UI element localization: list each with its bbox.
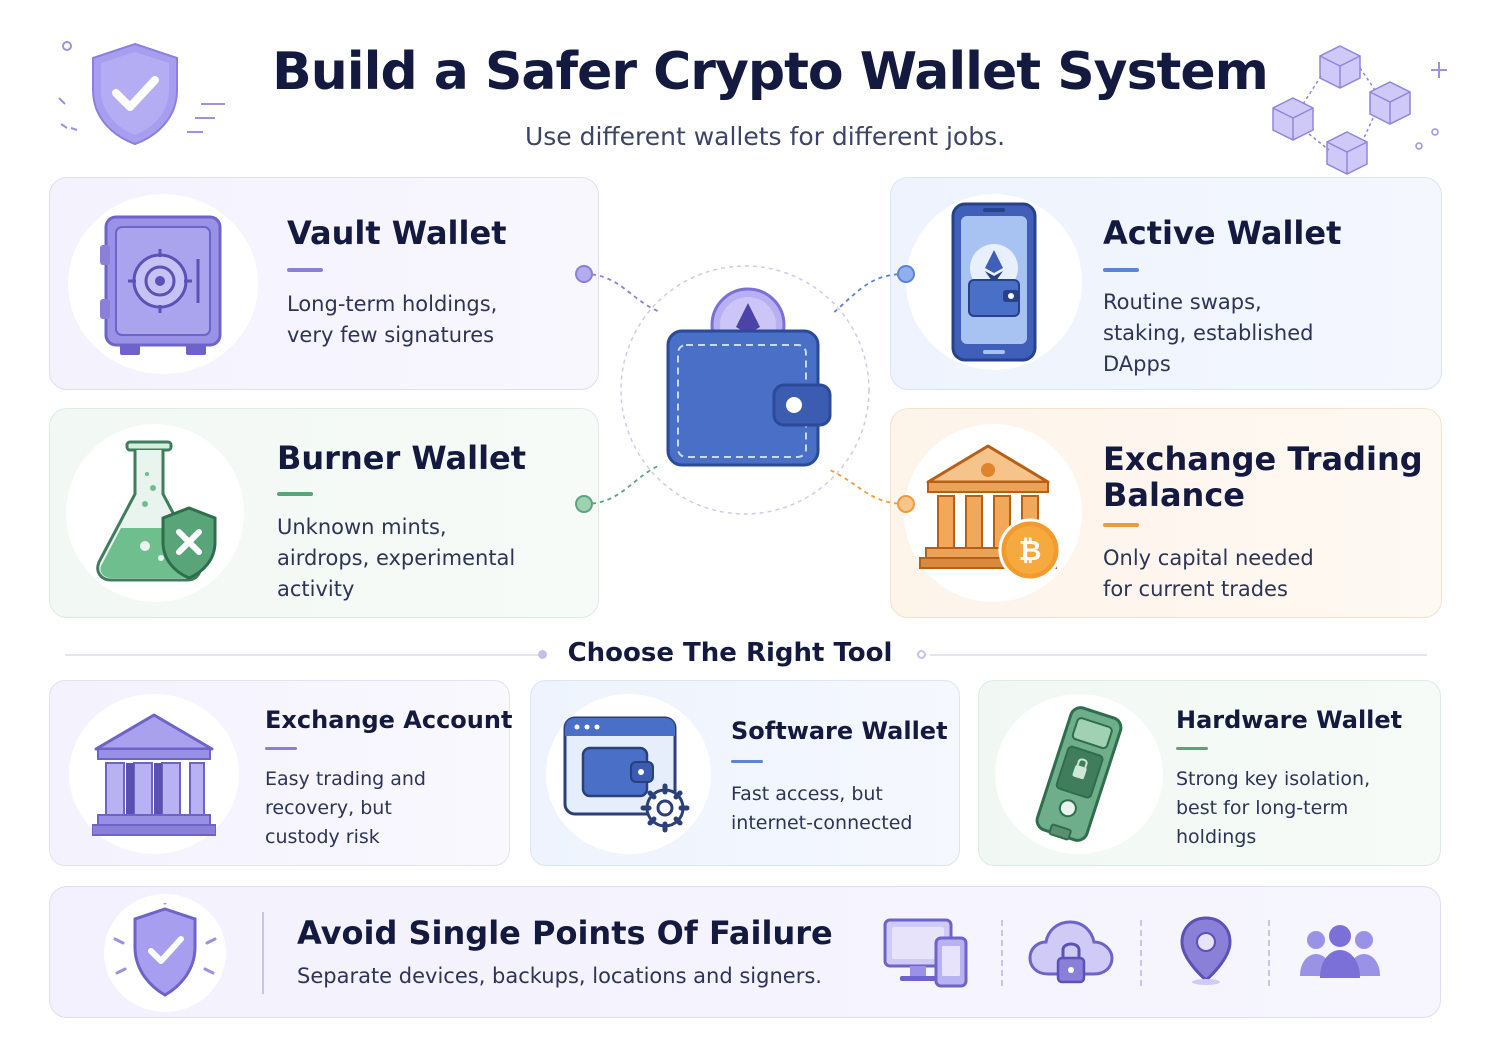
banner-icon-separator-3 <box>1268 920 1270 986</box>
section-divider-right <box>930 654 1427 656</box>
burner-wallet-description: Unknown mints, airdrops, experimental ac… <box>277 515 516 601</box>
hardware-wallet-icon-circle <box>995 694 1163 854</box>
section-divider-left <box>65 654 540 656</box>
exchange-account-description: Easy trading and recovery, but custody r… <box>265 768 426 848</box>
software-wallet-description: Fast access, but internet-connected <box>731 783 913 834</box>
exchange-balance-title: Exchange Trading Balance <box>1103 440 1423 514</box>
software-wallet-accent-bar <box>731 760 763 763</box>
banner-title: Avoid Single Points Of Failure <box>297 914 833 952</box>
devices-icon <box>883 918 968 988</box>
location-pin-icon <box>1180 916 1232 985</box>
shield-check-icon <box>113 903 217 997</box>
browser-wallet-gear-icon <box>563 716 689 833</box>
cloud-lock-icon <box>1028 920 1114 984</box>
hardware-device-icon <box>1035 706 1123 842</box>
hardware-wallet-description: Strong key isolation, best for long-term… <box>1176 768 1371 848</box>
page-subtitle: Use different wallets for different jobs… <box>524 122 1006 151</box>
banner-icon-separator <box>1001 920 1003 986</box>
divider-dot-right <box>917 650 926 659</box>
banner-description: Separate devices, backups, locations and… <box>297 964 822 988</box>
flask-shield-icon <box>96 440 217 582</box>
active-wallet-icon-circle <box>906 194 1082 370</box>
burner-wallet-icon-circle <box>66 424 244 602</box>
bank-icon <box>92 713 216 836</box>
exchange-balance-icon-circle: ₿ <box>904 424 1082 602</box>
software-wallet-icon-circle <box>546 694 711 854</box>
active-wallet-description: Routine swaps, staking, established DApp… <box>1103 290 1314 376</box>
exchange-balance-accent-bar <box>1103 523 1139 527</box>
section-title: Choose The Right Tool <box>567 638 893 668</box>
bank-bitcoin-icon: ₿ <box>919 444 1062 582</box>
banner-divider <box>262 912 264 994</box>
hardware-wallet-accent-bar <box>1176 747 1208 750</box>
vault-wallet-title: Vault Wallet <box>287 214 507 252</box>
phone-wallet-icon <box>951 202 1037 362</box>
hardware-wallet-title: Hardware Wallet <box>1176 706 1403 734</box>
vault-wallet-icon-circle <box>68 194 258 374</box>
center-hub-connectors <box>575 265 915 515</box>
vault-wallet-accent-bar <box>287 268 323 272</box>
banner-shield-circle <box>104 894 226 1012</box>
banner-icon-separator-2 <box>1140 920 1142 986</box>
people-group-icon <box>1300 925 1380 978</box>
shield-check-decoration-icon <box>58 41 225 146</box>
active-wallet-accent-bar <box>1103 268 1139 272</box>
blockchain-cubes-icon <box>1272 45 1447 175</box>
center-wallet-icon-wrap <box>660 285 840 475</box>
vault-wallet-description: Long-term holdings, very few signatures <box>287 292 498 347</box>
exchange-account-title: Exchange Account <box>265 706 513 734</box>
software-wallet-title: Software Wallet <box>731 717 948 745</box>
page-title: Build a Safer Crypto Wallet System <box>272 42 1269 102</box>
burner-wallet-accent-bar <box>277 492 313 496</box>
burner-wallet-title: Burner Wallet <box>277 439 527 477</box>
wallet-ethereum-icon <box>666 287 832 467</box>
exchange-account-accent-bar <box>265 747 297 750</box>
exchange-account-icon-circle <box>69 694 239 854</box>
safe-icon <box>100 215 222 355</box>
exchange-balance-description: Only capital needed for current trades <box>1103 546 1314 601</box>
active-wallet-title: Active Wallet <box>1103 214 1342 252</box>
svg-text:₿: ₿ <box>1019 534 1042 567</box>
divider-dot-left <box>538 650 547 659</box>
